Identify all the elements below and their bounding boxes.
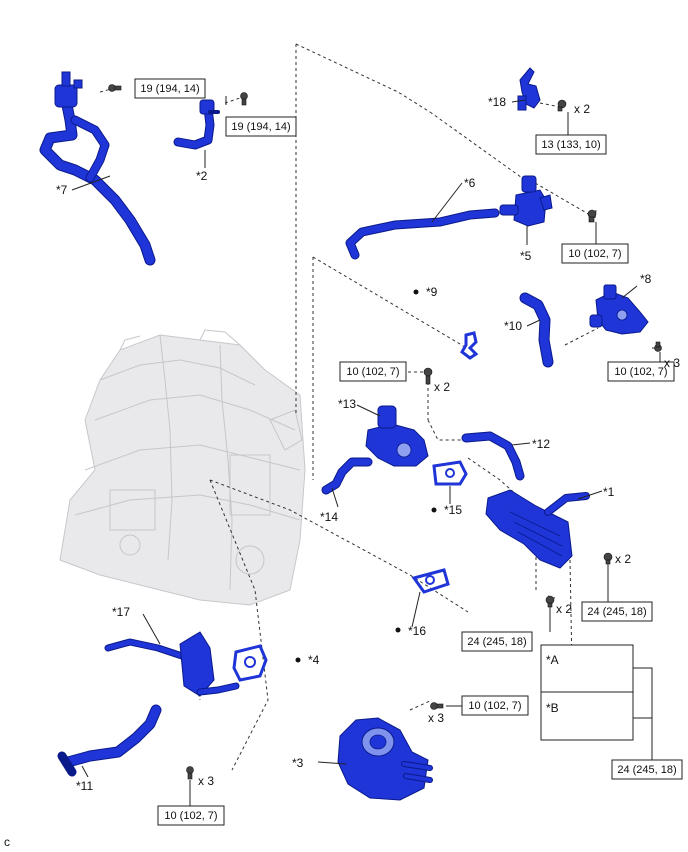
torque-box-24-legend: 24 (245, 18) [611,759,683,780]
label-part-6: *6 [464,176,476,190]
svg-text:x 3: x 3 [198,774,214,788]
label-part-16: *16 [408,624,426,638]
figure-code: c [4,835,10,849]
part-9-gasket [460,331,479,360]
part-11-hose [57,704,162,777]
part-7-hose-assembly [39,71,156,266]
label-part-9: *9 [426,285,438,299]
legend-label-a: *A [546,653,559,667]
torque-box-19b: 19 (194, 14) [225,116,297,137]
label-part-17: *17 [112,605,130,619]
part-16-gasket [411,568,450,594]
bolt-icon [557,99,567,112]
label-part-15: *15 [444,503,462,517]
svg-text:10 (102, 7): 10 (102, 7) [164,810,217,822]
svg-text:10 (102, 7): 10 (102, 7) [614,366,667,378]
svg-text:x 3: x 3 [428,711,444,725]
part-2-hose [173,99,220,150]
torque-box-10-part13: 10 (102, 7) [339,361,407,382]
bolt-icon [423,367,433,385]
torque-box-24-mid: 24 (245, 18) [461,631,533,652]
torque-box-10-part3: 10 (102, 7) [461,695,529,716]
part-5-valve [499,175,553,227]
legend-label-b: *B [546,701,559,715]
svg-text:24 (245, 18): 24 (245, 18) [617,764,676,776]
torque-box-19a: 19 (194, 14) [134,78,206,99]
torque-box-10-part5: 10 (102, 7) [561,243,629,264]
part-8-water-outlet [589,284,649,335]
label-part-1: *1 [603,485,615,499]
part-17-pipe-flange [104,631,240,697]
torque-box-24-part1: 24 (245, 18) [581,601,653,622]
label-part-18: *18 [488,95,506,109]
label-part-2: *2 [196,169,208,183]
bolt-icon [186,766,194,780]
part-15-gasket [432,460,468,486]
part-10-hose [519,292,554,368]
svg-text:x 2: x 2 [556,602,572,616]
label-part-3: *3 [292,756,304,770]
svg-text:10 (102, 7): 10 (102, 7) [468,700,521,712]
svg-text:19 (194, 14): 19 (194, 14) [140,83,199,95]
part-12-pipe [461,431,525,481]
engine-block-illustration [59,329,306,606]
bolt-icon [587,209,597,223]
label-part-5: *5 [520,249,532,263]
part-14-hose [321,457,373,495]
svg-text:24 (245, 18): 24 (245, 18) [587,606,646,618]
bolt-icon [108,84,122,92]
label-part-4: *4 [308,653,320,667]
torque-box-10-part8: 10 (102, 7) [607,361,675,382]
svg-text:x 2: x 2 [574,102,590,116]
part-13-egr-valve [365,405,429,467]
part-3-throttle-body [337,717,433,801]
bolt-icon [240,92,248,106]
label-part-13: *13 [338,397,356,411]
label-part-11: *11 [76,779,93,793]
part-1-egr-cooler [485,489,590,569]
label-part-7: *7 [56,183,68,197]
bolt-icon [545,595,555,608]
torque-box-13: 13 (133, 10) [535,134,607,155]
label-part-10: *10 [504,319,522,333]
part-18-bracket [517,67,541,111]
bolt-icon [603,552,613,565]
svg-text:x 2: x 2 [434,380,450,394]
label-part-8: *8 [640,272,652,286]
svg-text:x 3: x 3 [664,356,680,370]
torque-box-10-part11: 10 (102, 7) [157,805,225,826]
svg-text:19 (194, 14): 19 (194, 14) [231,121,290,133]
legend-box: *A *B [540,644,634,741]
svg-text:10 (102, 7): 10 (102, 7) [346,366,399,378]
svg-text:x 2: x 2 [615,552,631,566]
quantity-labels: x 2 x 3 x 2 x 2 x 2 x 3 x 3 [198,102,680,788]
non-reusable-part-dot-icon [295,289,437,663]
svg-text:13 (133, 10): 13 (133, 10) [541,139,600,151]
label-part-14: *14 [320,510,338,524]
svg-text:10 (102, 7): 10 (102, 7) [568,248,621,260]
svg-text:24 (245, 18): 24 (245, 18) [467,636,526,648]
part-labels: *1 *2 *3 *4 *5 *6 *7 *8 *9 *10 *11 *12 *… [56,95,652,793]
bolt-icon [654,341,662,352]
label-part-12: *12 [532,437,550,451]
bolt-icon [430,702,444,710]
part-6-hose [345,208,500,260]
part-4-gasket [232,644,268,682]
